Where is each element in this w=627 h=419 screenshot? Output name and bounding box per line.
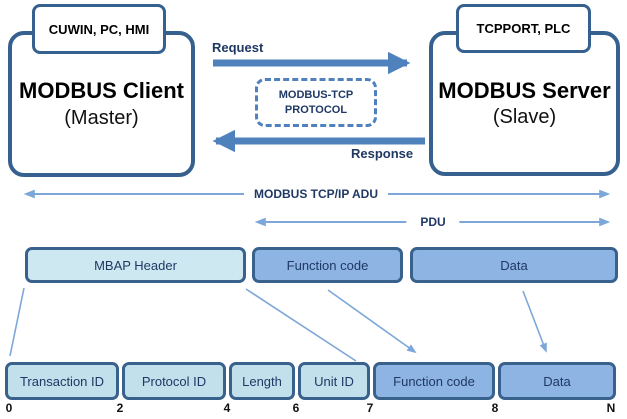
byte-offset-4: 4 bbox=[223, 401, 231, 415]
response-label: Response bbox=[351, 146, 414, 161]
field-block-length-label: Length bbox=[242, 373, 282, 389]
client-device-label: CUWIN, PC, HMI bbox=[48, 21, 150, 37]
byte-offset-6: 6 bbox=[292, 401, 300, 415]
modbus-server-title: MODBUS Server bbox=[438, 77, 611, 103]
adu-block-function-code: Function code bbox=[252, 247, 403, 283]
field-block-unit-id: Unit ID bbox=[298, 362, 370, 400]
connector-arrow-data bbox=[522, 290, 547, 353]
field-block-transaction-id: Transaction ID bbox=[5, 362, 119, 400]
adu-block-data: Data bbox=[410, 247, 618, 283]
byte-offset-7: 7 bbox=[366, 401, 374, 415]
connector-line-mbap-right bbox=[245, 288, 357, 362]
connector-arrow-function-code bbox=[327, 289, 417, 354]
field-block-protocol-id-label: Protocol ID bbox=[141, 373, 207, 389]
modbus-server-subtitle: (Slave) bbox=[492, 106, 557, 129]
adu-span-label: MODBUS TCP/IP ADU bbox=[243, 187, 389, 201]
byte-offset-2: 2 bbox=[116, 401, 124, 415]
pdu-span-label: PDU bbox=[406, 215, 460, 229]
adu-block-data-label: Data bbox=[500, 257, 528, 273]
field-block-transaction-id-label: Transaction ID bbox=[19, 373, 105, 389]
modbus-client-subtitle: (Master) bbox=[64, 106, 139, 129]
field-block-length: Length bbox=[229, 362, 295, 400]
adu-block-function-code-label: Function code bbox=[286, 257, 369, 273]
request-label: Request bbox=[212, 40, 264, 55]
protocol-box-line2: PROTOCOL bbox=[284, 103, 348, 116]
protocol-box-line1: MODBUS-TCP bbox=[278, 88, 354, 101]
field-block-unit-id-label: Unit ID bbox=[314, 373, 354, 389]
byte-offset-8: 8 bbox=[491, 401, 499, 415]
server-device-box: TCPPORT, PLC bbox=[456, 4, 591, 53]
byte-offset-n: N bbox=[606, 401, 616, 415]
server-device-label: TCPPORT, PLC bbox=[476, 21, 571, 36]
field-block-function-code-label: Function code bbox=[393, 373, 475, 389]
protocol-box: MODBUS-TCP PROTOCOL bbox=[255, 78, 377, 127]
adu-block-mbap-header-label: MBAP Header bbox=[94, 257, 177, 273]
adu-block-mbap-header: MBAP Header bbox=[25, 247, 246, 283]
modbus-client-title: MODBUS Client bbox=[19, 78, 184, 104]
field-block-data-label: Data bbox=[543, 373, 571, 389]
field-block-function-code: Function code bbox=[373, 362, 495, 400]
field-block-data: Data bbox=[498, 362, 616, 400]
client-device-box: CUWIN, PC, HMI bbox=[32, 4, 166, 54]
field-block-protocol-id: Protocol ID bbox=[122, 362, 226, 400]
connector-line-mbap-left bbox=[9, 287, 25, 357]
byte-offset-0: 0 bbox=[5, 401, 13, 415]
